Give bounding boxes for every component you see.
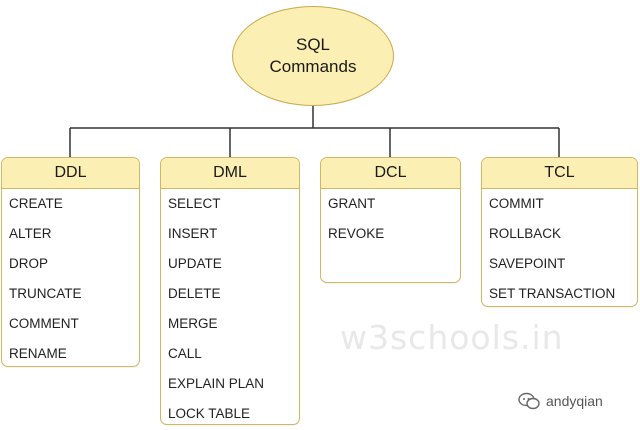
command-item: INSERT: [168, 226, 218, 241]
command-item: DELETE: [168, 286, 221, 301]
command-item: SET TRANSACTION: [489, 286, 616, 301]
command-item: GRANT: [328, 196, 376, 211]
command-item: SELECT: [168, 196, 221, 211]
command-list-tcl: COMMIT ROLLBACK SAVEPOINT SET TRANSACTIO…: [482, 189, 637, 306]
category-title-dcl: DCL: [321, 158, 460, 189]
command-item: EXPLAIN PLAN: [168, 376, 265, 391]
root-label-line2: Commands: [269, 57, 357, 76]
command-item: TRUNCATE: [9, 286, 82, 301]
command-item: UPDATE: [168, 256, 222, 271]
author-name: andyqian: [546, 393, 603, 409]
command-item: COMMIT: [489, 196, 544, 211]
category-card-dml: DML SELECT INSERT UPDATE DELETE MERGE CA…: [160, 157, 300, 425]
command-item: RENAME: [9, 346, 67, 361]
command-item: CREATE: [9, 196, 63, 211]
category-title-ddl: DDL: [2, 158, 139, 189]
category-card-dcl: DCL GRANT REVOKE: [320, 157, 461, 283]
command-list-dcl: GRANT REVOKE: [321, 189, 460, 249]
command-item: ROLLBACK: [489, 226, 562, 241]
command-item: REVOKE: [328, 226, 385, 241]
author-credit: andyqian: [518, 392, 603, 410]
command-item: CALL: [168, 346, 202, 361]
command-item: MERGE: [168, 316, 218, 331]
command-list-ddl: CREATE ALTER DROP TRUNCATE COMMENT RENAM…: [2, 189, 139, 366]
category-card-ddl: DDL CREATE ALTER DROP TRUNCATE COMMENT R…: [1, 157, 140, 367]
category-title-dml: DML: [161, 158, 299, 189]
chat-bubbles-icon: [518, 392, 540, 410]
category-card-tcl: TCL COMMIT ROLLBACK SAVEPOINT SET TRANSA…: [481, 157, 638, 307]
command-item: COMMENT: [9, 316, 79, 331]
command-item: ALTER: [9, 226, 52, 241]
root-label-line1: SQL: [295, 35, 331, 54]
root-node-sql-commands: SQL Commands: [232, 6, 394, 106]
watermark-text: w3schools.in: [340, 318, 564, 357]
command-item: SAVEPOINT: [489, 256, 566, 271]
command-list-dml: SELECT INSERT UPDATE DELETE MERGE CALL E…: [161, 189, 299, 424]
category-title-tcl: TCL: [482, 158, 637, 189]
command-item: DROP: [9, 256, 49, 271]
command-item: LOCK TABLE: [168, 406, 251, 421]
